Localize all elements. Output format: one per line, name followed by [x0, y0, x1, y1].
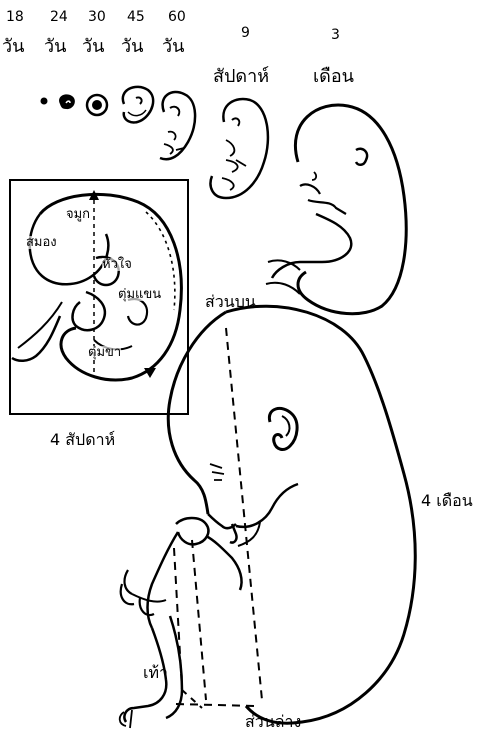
label-brain: สมอง	[26, 236, 57, 249]
label-arm-bud: ตุ่มแขน	[118, 288, 161, 301]
label-leg-bud: ตุ่มขา	[88, 346, 121, 359]
inset-4-weeks	[10, 180, 188, 414]
label-upper-part: ส่วนบน	[205, 294, 256, 310]
month-number: 3	[331, 28, 340, 42]
fetus-3-months	[266, 105, 406, 314]
day-number-18: 18	[6, 10, 24, 24]
embryo-18-days	[41, 98, 48, 105]
label-nose: จมูก	[66, 208, 90, 221]
inset-caption: 4 สัปดาห์	[50, 432, 115, 448]
week-number: 9	[241, 26, 250, 40]
fetus-9-weeks	[211, 99, 268, 198]
day-unit-60: วัน	[162, 38, 184, 56]
day-number-45: 45	[127, 10, 145, 24]
month-unit: เดือน	[313, 68, 354, 86]
day-unit-24: วัน	[44, 38, 66, 56]
embryo-45-days	[123, 87, 153, 123]
label-heart: หัวใจ	[102, 258, 132, 271]
day-number-30: 30	[88, 10, 106, 24]
day-unit-18: วัน	[2, 38, 24, 56]
label-four-months: 4 เดือน	[421, 493, 473, 509]
day-number-24: 24	[50, 10, 68, 24]
label-foot: เท้า	[143, 665, 168, 681]
week-unit: สัปดาห์	[213, 68, 269, 86]
day-number-60: 60	[168, 10, 186, 24]
label-lower-part: ส่วนล่าง	[245, 714, 301, 730]
day-unit-30: วัน	[82, 38, 104, 56]
embryo-60-days	[160, 92, 195, 159]
day-unit-45: วัน	[121, 38, 143, 56]
embryo-24-days	[59, 94, 75, 109]
embryo-30-days	[87, 95, 107, 115]
